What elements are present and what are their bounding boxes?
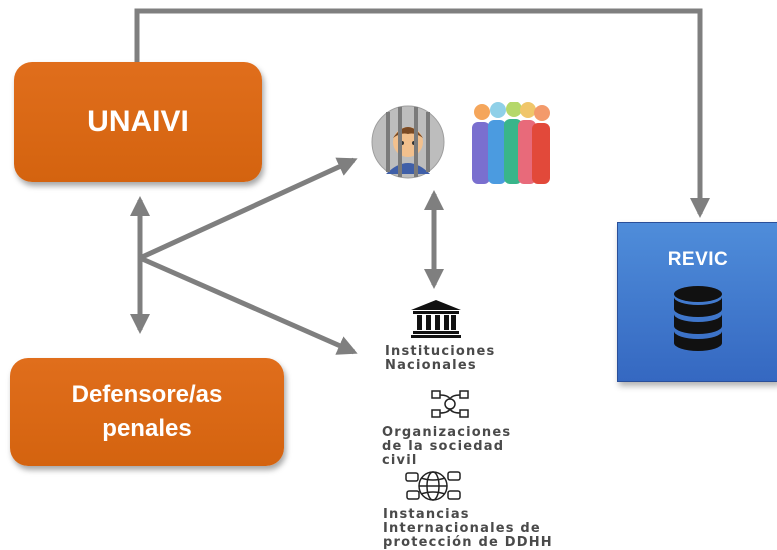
unaivi-to-revic-arrow: [134, 8, 710, 218]
revic-box: REVIC: [617, 222, 777, 382]
globe-icon: [405, 471, 461, 501]
institution-icon: [411, 300, 461, 338]
unaivi-label: UNAIVI: [87, 105, 189, 138]
network-icon: [431, 390, 469, 418]
revic-label: REVIC: [667, 249, 729, 270]
crowd-icon: [472, 102, 550, 184]
defensores-label: Defensore/as penales: [71, 381, 223, 442]
prisoner-icon: [371, 105, 445, 179]
database-icon: [674, 286, 722, 351]
hub-to-institutions-arrow: [138, 255, 358, 355]
label-internacionales: Instancias Internacionales de protección…: [383, 507, 553, 550]
hub-to-victims-arrow: [138, 157, 358, 261]
label-organizaciones: Organizaciones de la sociedad civil: [382, 425, 512, 468]
label-instituciones: Instituciones Nacionales: [385, 344, 496, 373]
unaivi-box: UNAIVI: [14, 62, 262, 182]
defensores-box: Defensore/as penales: [10, 358, 284, 466]
